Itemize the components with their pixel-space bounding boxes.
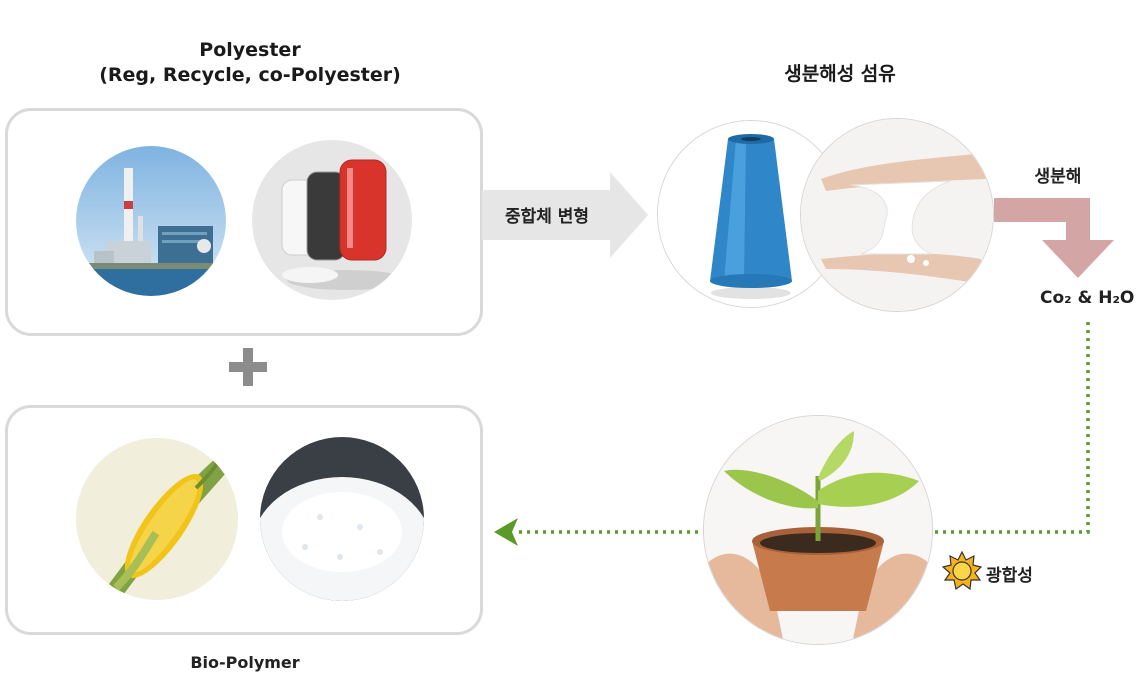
sun-icon xyxy=(942,551,982,591)
polyester-title: Polyester (Reg, Recycle, co-Polyester) xyxy=(60,38,440,88)
foam-hands-image xyxy=(800,118,994,312)
biodegradable-fiber-title: 생분해성 섬유 xyxy=(784,63,896,85)
corn-image xyxy=(76,438,238,600)
polyester-pellets-image xyxy=(252,140,412,300)
bio-crystals-image xyxy=(260,437,424,601)
biodegradation-label: 생분해 xyxy=(1034,167,1082,187)
factory-image xyxy=(76,146,226,296)
polymer-modification-label: 중합체 변형 xyxy=(504,207,590,227)
seedling-image xyxy=(703,415,933,645)
yarn-spool-image xyxy=(657,120,845,308)
polyester-title-line1: Polyester xyxy=(199,39,301,61)
plus-icon xyxy=(227,346,269,388)
carbon-cycle-dotted-path xyxy=(488,318,1098,558)
photosynthesis-label: 광합성 xyxy=(986,566,1033,586)
co2-h2o-label: Co₂ & H₂O xyxy=(1040,288,1135,308)
biodegradation-arrow xyxy=(994,192,1122,282)
polyester-title-line2: (Reg, Recycle, co-Polyester) xyxy=(99,64,401,86)
bio-polymer-caption: Bio-Polymer xyxy=(190,653,300,672)
polymer-modification-arrow xyxy=(482,172,648,258)
